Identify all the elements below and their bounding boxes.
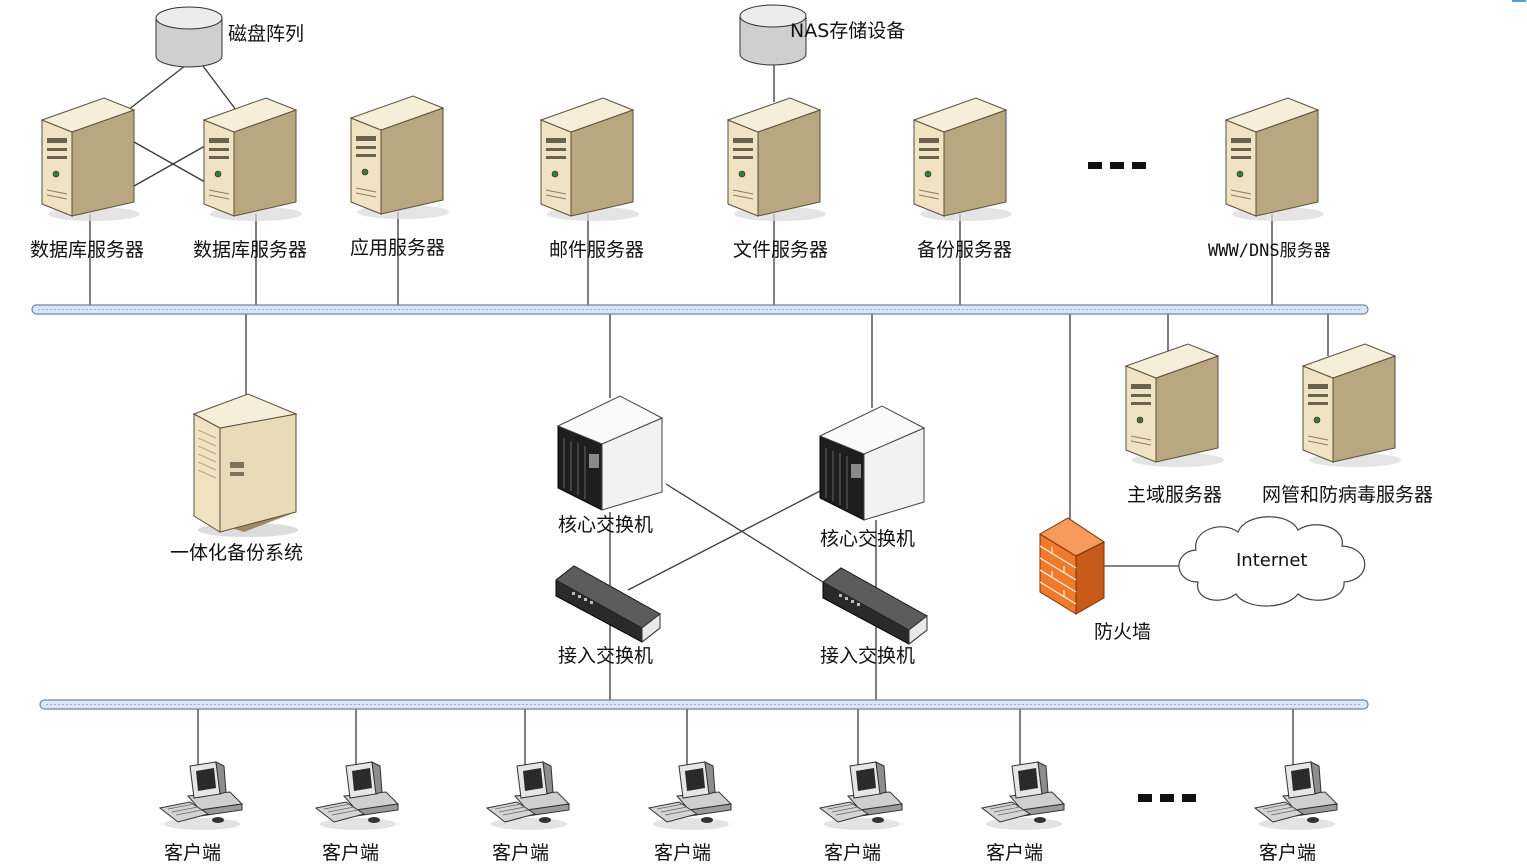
firewall-label: 防火墙 (1094, 621, 1151, 643)
corner-accent-mark (1512, 0, 1526, 8)
domain-server-icon (1125, 343, 1225, 468)
disk-array-icon (155, 6, 223, 68)
firewall-icon (1039, 517, 1105, 615)
server-backbone-bus (31, 304, 1369, 315)
netmgmt-antivirus-server-label: 网管和防病毒服务器 (1262, 484, 1433, 506)
client-7-icon (1254, 761, 1338, 831)
database-server-1-icon (41, 97, 141, 222)
client-access-bus (39, 699, 1369, 710)
access-switch-2-icon (822, 567, 928, 645)
client-7-label: 客户端 (1259, 842, 1316, 864)
access-switch-1-label: 接入交换机 (558, 645, 653, 667)
integrated-backup-system-icon (192, 393, 298, 537)
core-switch-1-icon (557, 395, 663, 511)
file-server-icon (727, 97, 827, 222)
core-switch-2-icon (819, 405, 925, 521)
mail-server-label: 邮件服务器 (549, 239, 644, 261)
backup-server-icon (913, 97, 1013, 222)
client-4-icon (648, 761, 732, 831)
client-3-label: 客户端 (492, 842, 549, 864)
client-5-label: 客户端 (824, 842, 881, 864)
www-dns-server-label: WWW/DNS服务器 (1208, 241, 1331, 261)
client-1-label: 客户端 (164, 842, 221, 864)
nas-storage-label: NAS存储设备 (790, 20, 905, 42)
client-4-label: 客户端 (654, 842, 711, 864)
client-5-icon (819, 761, 903, 831)
ellipsis-dots-top (1088, 162, 1146, 169)
mail-server-icon (540, 97, 640, 222)
access-switch-1-icon (555, 565, 661, 643)
client-6-label: 客户端 (986, 842, 1043, 864)
application-server-icon (350, 95, 450, 220)
client-2-icon (315, 761, 399, 831)
database-server-1-label: 数据库服务器 (30, 239, 144, 261)
client-6-icon (981, 761, 1065, 831)
integrated-backup-system-label: 一体化备份系统 (170, 542, 303, 564)
www-dns-server-icon (1225, 97, 1325, 222)
core-switch-1-label: 核心交换机 (558, 514, 653, 536)
internet-cloud-icon (1178, 516, 1366, 607)
ellipsis-dots-bottom (1138, 794, 1196, 802)
file-server-label: 文件服务器 (733, 239, 828, 261)
backup-server-label: 备份服务器 (917, 239, 1012, 261)
database-server-2-icon (203, 97, 303, 222)
client-1-icon (159, 761, 243, 831)
access-switch-2-label: 接入交换机 (820, 645, 915, 667)
database-server-2-label: 数据库服务器 (193, 239, 307, 261)
connection-lines (89, 60, 1329, 768)
internet-label: Internet (1236, 550, 1307, 571)
netmgmt-antivirus-server-icon (1302, 343, 1402, 468)
client-2-label: 客户端 (322, 842, 379, 864)
domain-server-label: 主域服务器 (1127, 484, 1222, 506)
client-3-icon (486, 761, 570, 831)
application-server-label: 应用服务器 (350, 237, 445, 259)
disk-array-label: 磁盘阵列 (228, 23, 304, 45)
core-switch-2-label: 核心交换机 (820, 528, 915, 550)
